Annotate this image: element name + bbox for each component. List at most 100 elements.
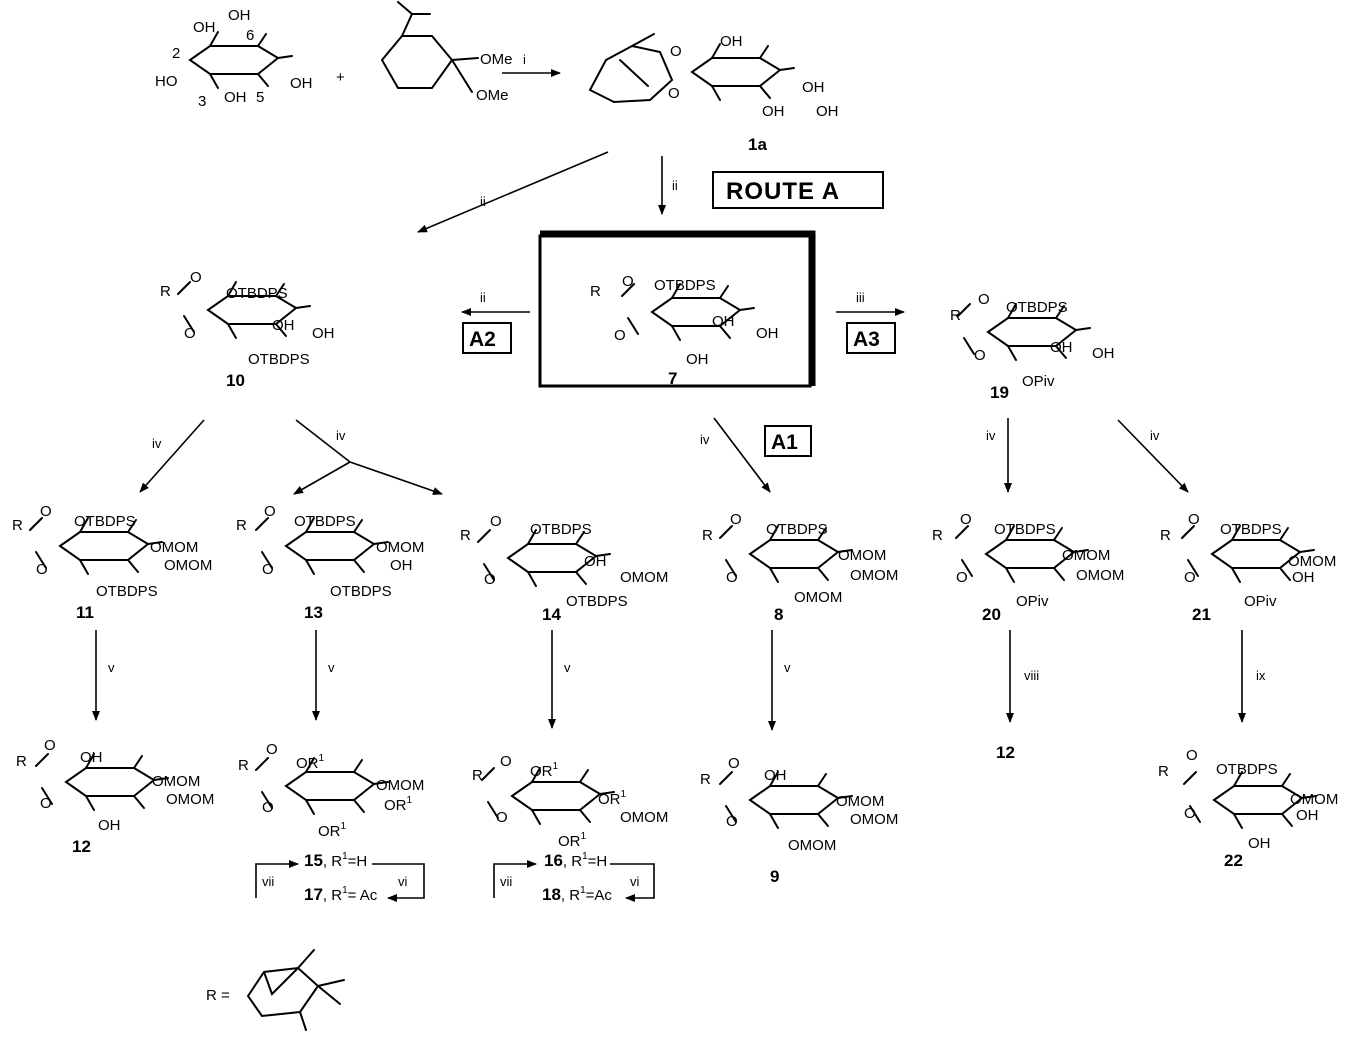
- reagent-viii: viii: [1024, 668, 1039, 683]
- myo-inositol-structure: OH 2 OH 6 HO 3 OH 5 OH: [155, 7, 313, 110]
- svg-text:OH: OH: [98, 817, 121, 834]
- svg-text:OTBDPS: OTBDPS: [994, 521, 1056, 538]
- reagent-iv-10-to-11: iv: [152, 436, 162, 451]
- svg-text:R: R: [160, 283, 171, 300]
- svg-text:OTBDPS: OTBDPS: [566, 593, 628, 610]
- svg-text:OH: OH: [720, 33, 743, 50]
- svg-text:OTBDPS: OTBDPS: [248, 351, 310, 368]
- compound-label-13: 13: [304, 603, 323, 622]
- svg-text:OH: OH: [764, 767, 787, 784]
- svg-text:OMOM: OMOM: [164, 557, 212, 574]
- route-a-label: ROUTE A: [726, 178, 840, 205]
- product-note-17: 17, R1= Ac: [304, 885, 378, 904]
- svg-text:OMe: OMe: [480, 51, 513, 68]
- svg-text:OH: OH: [584, 553, 607, 570]
- compound-1a-structure: OH OH OH OH O O: [588, 33, 839, 120]
- svg-text:OMOM: OMOM: [1062, 547, 1110, 564]
- svg-text:R: R: [700, 771, 711, 788]
- compound-20-structure: R O O OTBDPS OMOM OMOM OPiv: [932, 511, 1124, 610]
- svg-text:OH: OH: [228, 7, 251, 24]
- svg-text:O: O: [1186, 747, 1198, 764]
- compound-12-structure: R O O OH OMOM OMOM OH: [16, 737, 214, 834]
- svg-text:O: O: [262, 799, 274, 816]
- compound-22-structure: R O O OTBDPS OMOM OH OH: [1158, 747, 1338, 852]
- reagent-v-8: v: [784, 660, 791, 675]
- svg-text:OH: OH: [1248, 835, 1271, 852]
- product-note-18: 18, R1=Ac: [542, 885, 612, 904]
- svg-text:OMOM: OMOM: [376, 777, 424, 794]
- svg-text:HO: HO: [155, 73, 178, 90]
- reagent-ii-1a-to-10: ii: [480, 194, 486, 209]
- svg-text:OMOM: OMOM: [836, 793, 884, 810]
- svg-text:OMOM: OMOM: [1288, 553, 1336, 570]
- svg-text:OH: OH: [686, 351, 709, 368]
- svg-text:OH: OH: [390, 557, 413, 574]
- svg-text:OMOM: OMOM: [838, 547, 886, 564]
- svg-text:6: 6: [246, 27, 254, 44]
- tag-a1: A1: [771, 431, 798, 454]
- compound-label-11: 11: [76, 603, 94, 622]
- svg-text:OH: OH: [272, 317, 295, 334]
- compound-label-12-from-20: 12: [996, 743, 1015, 762]
- reagent-i: i: [523, 52, 526, 67]
- compound-16-structure: R O O OR1 OR1 OMOM OR1: [472, 753, 668, 850]
- svg-text:OH: OH: [1296, 807, 1319, 824]
- svg-text:OMOM: OMOM: [152, 773, 200, 790]
- compound-13-structure: R O O OTBDPS OMOM OH OTBDPS: [236, 503, 424, 600]
- tag-a1-box: [764, 425, 812, 457]
- compound-19-structure: R O O OTBDPS OH OH OPiv: [950, 291, 1115, 390]
- svg-text:O: O: [40, 795, 52, 812]
- svg-text:O: O: [974, 347, 986, 364]
- svg-text:O: O: [190, 269, 202, 286]
- svg-text:O: O: [184, 325, 196, 342]
- compound-8-structure: R O O OTBDPS OMOM OMOM OMOM: [702, 511, 898, 606]
- svg-text:O: O: [496, 809, 508, 826]
- svg-text:O: O: [730, 511, 742, 528]
- compound-14-structure: R O O OTBDPS OH OMOM OTBDPS: [460, 513, 668, 610]
- svg-text:OR1: OR1: [598, 789, 627, 808]
- reagent-ix: ix: [1256, 668, 1266, 683]
- svg-text:OR1: OR1: [384, 795, 413, 814]
- reagent-vi-16-to-18: vi: [630, 874, 640, 889]
- compound-label-8: 8: [774, 605, 783, 624]
- svg-text:OMOM: OMOM: [620, 809, 668, 826]
- plus-sign: +: [336, 69, 345, 86]
- reagent-iv-10-to-13-14: iv: [336, 428, 346, 443]
- compound-15-structure: R O O OR1 OMOM OR1 OR1: [238, 741, 424, 840]
- svg-text:OTBDPS: OTBDPS: [74, 513, 136, 530]
- svg-text:O: O: [726, 569, 738, 586]
- compound-label-22: 22: [1224, 851, 1243, 870]
- product-note-16: 16, R1=H: [544, 851, 607, 870]
- tag-a2: A2: [469, 328, 496, 351]
- svg-text:OMOM: OMOM: [788, 837, 836, 854]
- svg-text:OH: OH: [756, 325, 779, 342]
- compound-label-1a: 1a: [748, 135, 767, 154]
- svg-text:O: O: [484, 571, 496, 588]
- svg-text:OH: OH: [312, 325, 335, 342]
- svg-text:OR1: OR1: [558, 831, 587, 850]
- svg-text:O: O: [1184, 805, 1196, 822]
- svg-text:OPiv: OPiv: [1022, 373, 1055, 390]
- svg-text:O: O: [614, 327, 626, 344]
- svg-text:R: R: [702, 527, 713, 544]
- svg-text:OMOM: OMOM: [1290, 791, 1338, 808]
- reagent-v-14: v: [564, 660, 571, 675]
- svg-text:R: R: [932, 527, 943, 544]
- svg-text:O: O: [622, 273, 634, 290]
- svg-text:OH: OH: [193, 19, 216, 36]
- svg-text:OTBDPS: OTBDPS: [96, 583, 158, 600]
- svg-text:OTBDPS: OTBDPS: [654, 277, 716, 294]
- svg-text:O: O: [726, 813, 738, 830]
- svg-text:O: O: [978, 291, 990, 308]
- compound-7-box: [538, 234, 812, 388]
- svg-text:OMOM: OMOM: [620, 569, 668, 586]
- svg-text:O: O: [728, 755, 740, 772]
- svg-text:R: R: [12, 517, 23, 534]
- svg-text:R: R: [950, 307, 961, 324]
- compound-9-structure: R O O OH OMOM OMOM OMOM: [700, 755, 898, 854]
- svg-text:R: R: [472, 767, 483, 784]
- svg-text:O: O: [956, 569, 968, 586]
- svg-text:O: O: [262, 561, 274, 578]
- svg-text:OH: OH: [1292, 569, 1315, 586]
- compound-label-10: 10: [226, 371, 245, 390]
